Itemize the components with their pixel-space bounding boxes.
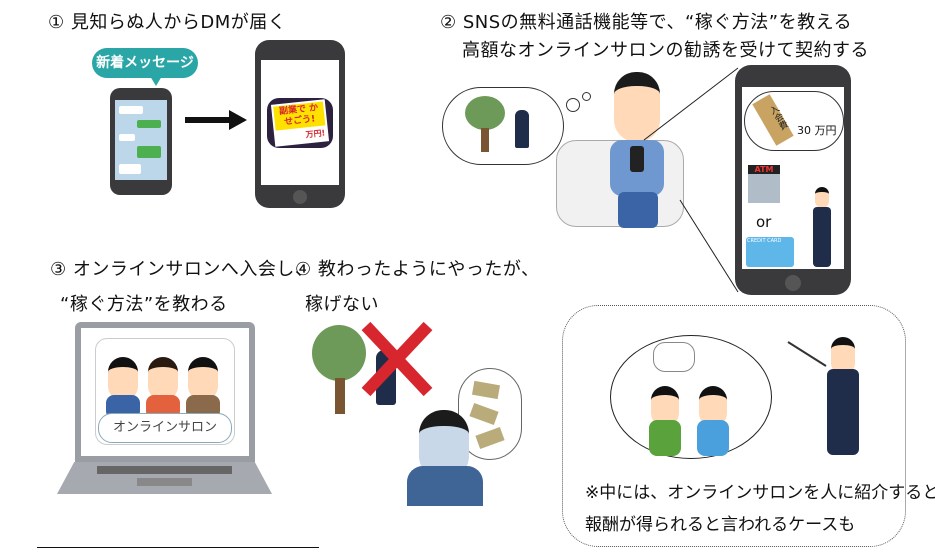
large-phone-icon: 副業で かせごう! 万円! <box>255 40 345 208</box>
money-tree-icon <box>465 96 505 130</box>
new-message-bubble: 新着メッセージ <box>92 48 198 78</box>
entry-fee-envelope: 入会費 <box>752 94 794 146</box>
fee-amount: 30 万円 <box>797 124 837 137</box>
or-label: or <box>756 213 772 231</box>
zoomed-phone-icon: 入会費 30 万円 ATM or CREDIT CARD <box>735 65 851 295</box>
chat-screen <box>115 100 167 180</box>
flyer-headline: 副業で かせごう! <box>273 101 326 131</box>
laptop-thought-icon <box>653 342 695 372</box>
salon-label: オンラインサロン <box>112 420 217 435</box>
step3-title-line2: “稼ぐ方法”を教わる <box>60 294 228 315</box>
atm-icon: ATM <box>748 165 780 203</box>
bubble-tail <box>150 76 162 86</box>
step2-title-line2: 高額なオンラインサロンの勧誘を受けて契約する <box>462 40 869 61</box>
red-cross-icon <box>361 321 433 397</box>
credit-card-label: CREDIT CARD <box>747 238 782 244</box>
note-line1: ※中には、オンラインサロンを人に紹介すると <box>585 483 935 503</box>
zoom-lines <box>643 67 739 293</box>
dream-thought-bubble <box>442 87 564 165</box>
small-phone-icon <box>110 88 172 195</box>
blue-man-icon <box>697 386 729 456</box>
teacher-icon <box>825 337 861 455</box>
note-line2: 報酬が得られると言われるケースも <box>585 515 856 535</box>
referral-note-box <box>562 305 906 547</box>
side-job-flyer: 副業で かせごう! 万円! <box>267 98 333 148</box>
atm-label: ATM <box>748 165 780 174</box>
money-tree-icon <box>312 325 366 381</box>
happy-man-icon <box>515 110 529 148</box>
credit-card-icon: CREDIT CARD <box>746 237 794 267</box>
step2-title-line1: ② SNSの無料通話機能等で、“稼ぐ方法”を教える <box>440 12 853 33</box>
step4-title-line1: ④ 教わったようにやったが、 <box>295 259 540 280</box>
new-message-label: 新着メッセージ <box>96 55 194 71</box>
zoomed-phone-screen: 入会費 30 万円 ATM or CREDIT CARD <box>742 87 844 269</box>
fee-speech-bubble: 入会費 30 万円 <box>744 91 844 151</box>
footnote-divider <box>37 547 319 548</box>
step4-title-line2: 稼げない <box>305 294 379 315</box>
man-with-phone-icon <box>608 72 666 228</box>
pointer-stick-icon <box>787 341 827 367</box>
referral-speech-circle <box>610 335 772 459</box>
green-man-icon <box>649 386 681 456</box>
phone-screen: 副業で かせごう! 万円! <box>261 60 339 185</box>
salon-members-icon: オンラインサロン <box>95 338 235 445</box>
worried-man-icon <box>403 410 487 506</box>
salon-label-cloud: オンラインサロン <box>98 413 232 443</box>
salesman-icon <box>812 187 832 267</box>
step1-title: ① 見知らぬ人からDMが届く <box>48 12 287 33</box>
laptop-icon: オンラインサロン <box>75 322 255 462</box>
laptop-base <box>57 462 272 494</box>
right-arrow-icon <box>185 110 247 130</box>
step3-title-line1: ③ オンラインサロンへ入会し、 <box>50 259 314 280</box>
